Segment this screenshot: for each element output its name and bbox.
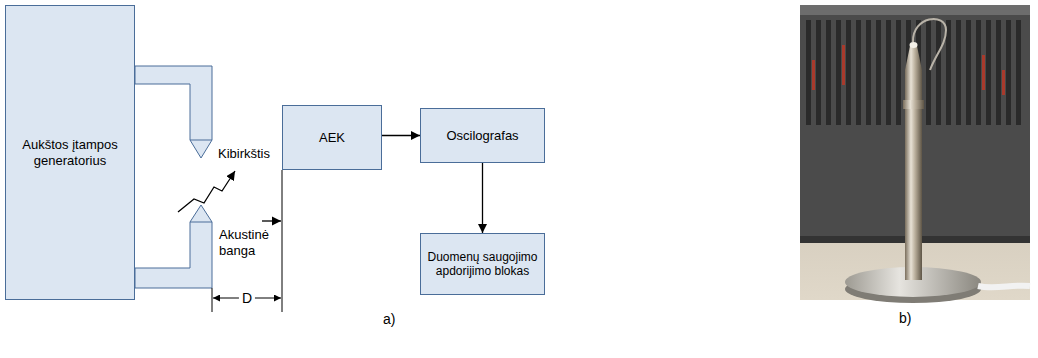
signal-arrow	[482, 163, 483, 233]
wave-arrow	[262, 220, 281, 221]
box-text: AEK	[319, 130, 345, 146]
electrode-tip-line	[190, 140, 212, 141]
box-text: Oscilografas	[446, 128, 518, 144]
signal-arrow	[382, 135, 420, 136]
sensor-box: AEK	[282, 105, 382, 170]
sensor-cable	[978, 286, 1030, 288]
spark-label: Kibirkštis	[218, 146, 270, 162]
photo-background	[800, 5, 1030, 300]
sensor-photo	[800, 5, 1030, 303]
extension-line	[212, 288, 213, 312]
wave-label: Akustinė banga	[219, 227, 269, 258]
device-top	[800, 5, 1030, 15]
spark-symbol	[178, 171, 235, 212]
oscilloscope-box: Oscilografas	[420, 108, 545, 163]
sensor-collar	[903, 100, 924, 109]
electrode	[135, 205, 212, 288]
electrode	[135, 66, 212, 158]
extension-line	[282, 170, 283, 312]
panel-label: b)	[899, 310, 911, 327]
generator-box: Aukštos įtampos generatorius	[5, 5, 135, 300]
box-text: Duomenų saugojimo apdorijimo blokas	[427, 250, 538, 279]
sensor-tip	[910, 42, 918, 48]
sensor-cone	[905, 46, 922, 70]
dimension-label: D	[239, 290, 255, 307]
panel-label: a)	[383, 311, 395, 328]
storage-box: Duomenų saugojimo apdorijimo blokas	[420, 233, 545, 295]
sensor-wire-loop	[913, 19, 946, 70]
electrode-tip-line	[190, 222, 212, 223]
box-text: Aukštos įtampos generatorius	[12, 137, 128, 168]
